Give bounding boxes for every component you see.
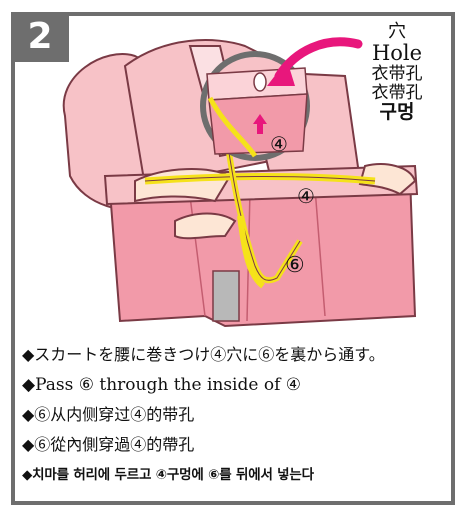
instruction-en: ◆Pass ⑥ through the inside of ④ bbox=[22, 375, 302, 395]
up-arrow-icon bbox=[253, 114, 267, 134]
hole-label-cn-traditional: 衣帶孔 bbox=[371, 82, 423, 103]
illustration: ④ ④ ⑥ bbox=[62, 37, 419, 328]
instruction-jp: ◆スカートを腰に巻きつけ④穴に⑥を裏から通す。 bbox=[22, 345, 385, 364]
hole-callout: 穴 Hole 衣带孔 衣帶孔 구멍 bbox=[352, 22, 442, 123]
hole-label-cn-simplified: 衣带孔 bbox=[371, 63, 423, 84]
marker-hole: ④ bbox=[270, 132, 288, 156]
instruction-ko: ◆치마를 허리에 두르고 ④구멍에 ⑥를 뒤에서 넣는다 bbox=[22, 467, 314, 483]
panel-border bbox=[11, 12, 455, 505]
underskirt-strip bbox=[212, 270, 240, 322]
skirt-pleat bbox=[314, 187, 326, 317]
yellow-tie-upper bbox=[144, 175, 376, 182]
instruction-cn-traditional: ◆⑥從內側穿過④的帶孔 bbox=[22, 435, 195, 454]
zoom-tie bbox=[207, 96, 258, 158]
hole-label-jp: 穴 bbox=[388, 21, 406, 42]
instruction-text-block: ◆スカートを腰に巻きつけ④穴に⑥を裏から通す。 ◆Pass ⑥ through … bbox=[22, 340, 452, 490]
left-hand bbox=[174, 212, 237, 240]
hole-label-ko: 구멍 bbox=[379, 101, 415, 124]
marker-tie: ⑥ bbox=[285, 253, 305, 278]
zoom-hole bbox=[253, 72, 267, 92]
step-number-badge: 2 bbox=[11, 12, 69, 62]
hole-label-en: Hole bbox=[371, 40, 423, 65]
callout-arrowhead-icon bbox=[267, 60, 295, 86]
instruction-cn-simplified: ◆⑥从内侧穿过④的带孔 bbox=[22, 405, 195, 424]
right-hand bbox=[358, 163, 417, 196]
yellow-tie-loop bbox=[237, 215, 265, 289]
marker-skirt: ④ bbox=[297, 184, 315, 208]
